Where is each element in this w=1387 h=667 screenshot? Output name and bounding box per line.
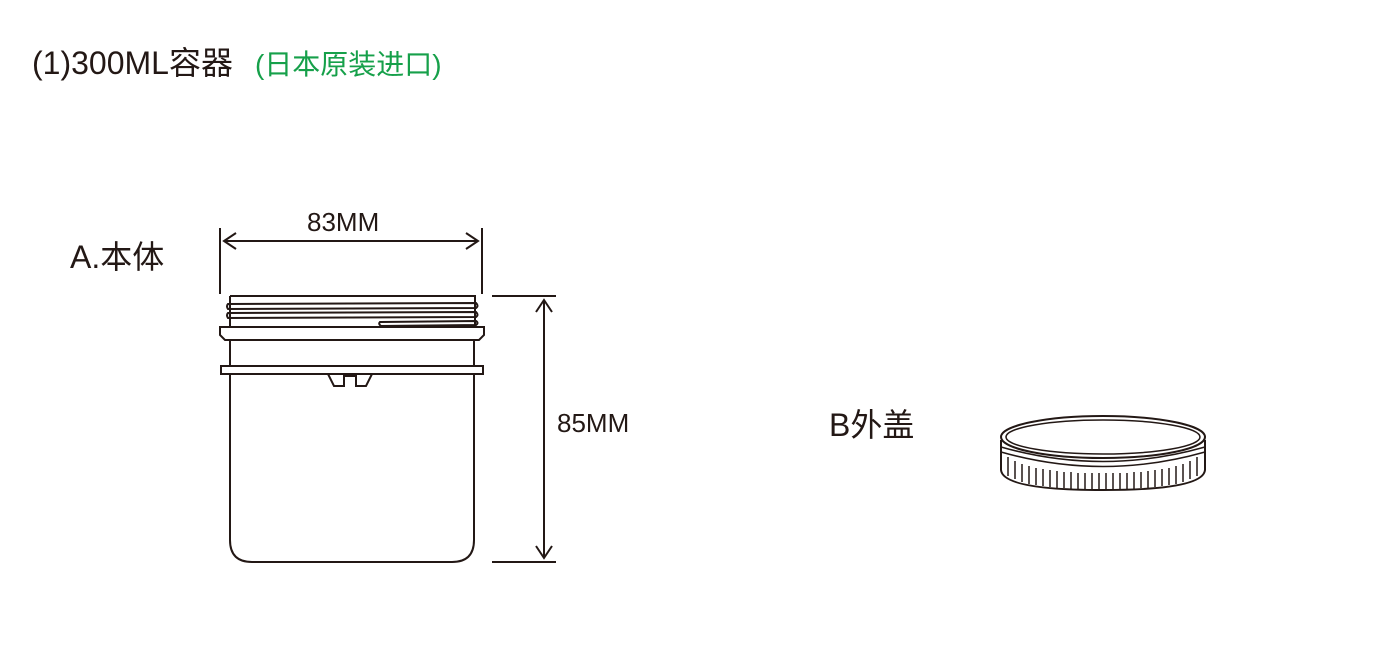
diagram-title: (1)300ML容器 (日本原装进口)	[32, 38, 442, 84]
width-dimension-line	[219, 228, 483, 294]
lid-part-label: B外盖	[829, 407, 915, 443]
height-dimension-label: 85MM	[557, 408, 630, 438]
width-dimension-label: 83MM	[307, 207, 380, 237]
title-origin-note: (日本原装进口)	[254, 49, 442, 80]
height-dimension-line	[492, 295, 556, 563]
lid-knurling	[1007, 457, 1198, 490]
body-part-label: A.本体	[70, 239, 165, 275]
title-main: (1)300ML容器	[32, 45, 233, 81]
jar-body-drawing	[219, 295, 485, 563]
lid-drawing	[1000, 415, 1206, 492]
